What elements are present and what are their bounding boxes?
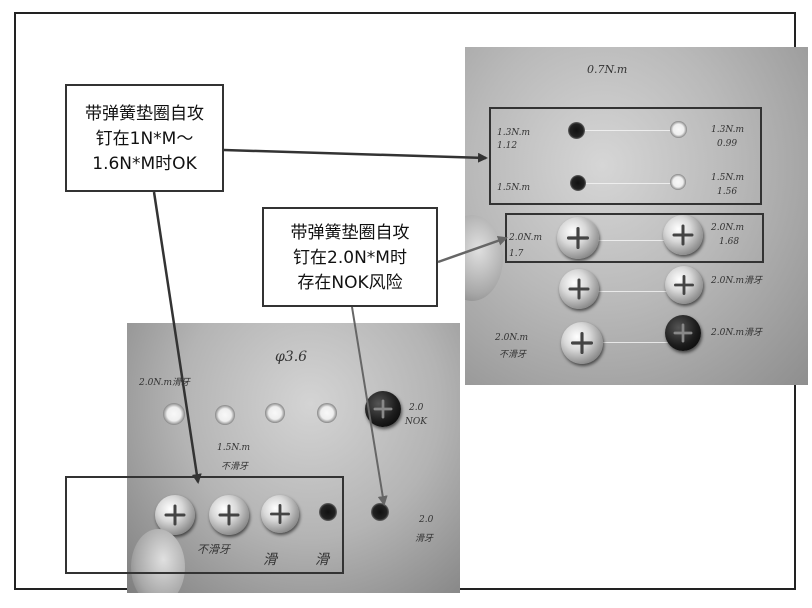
scratch-line bbox=[583, 183, 683, 184]
photo-label: 不滑牙 bbox=[197, 543, 230, 556]
hole-empty bbox=[670, 174, 686, 190]
photo-top-right: 0.7N.m 1.3N.m 1.12 1.5N.m 2.0N.m 1.7 2.0… bbox=[465, 47, 808, 385]
photo-label: 2.0N.m bbox=[509, 233, 543, 243]
screw-head-black bbox=[665, 315, 701, 351]
photo-label: 2.0N.m滑牙 bbox=[711, 328, 763, 338]
arrow-nok-to-bottom bbox=[351, 306, 388, 506]
screw-head bbox=[155, 495, 195, 535]
scratch-line bbox=[595, 240, 685, 241]
photo-label: 滑 bbox=[315, 552, 329, 568]
hole-empty bbox=[670, 121, 687, 138]
photo-label: 2.0N.m bbox=[495, 333, 529, 343]
screw-head bbox=[557, 217, 599, 259]
hole-empty bbox=[317, 403, 337, 423]
photo-label: 1.68 bbox=[719, 237, 740, 247]
photo-label: 0.7N.m bbox=[587, 63, 628, 76]
hole-dark bbox=[319, 503, 337, 521]
scratch-line bbox=[575, 130, 685, 131]
photo-label: 0.99 bbox=[717, 139, 738, 149]
callout-text: 带弹簧垫圈自攻 bbox=[85, 104, 204, 124]
photo-label: 1.3N.m bbox=[711, 125, 745, 135]
callout-text: 存在NOK风险 bbox=[297, 273, 403, 293]
arrow-ok-to-top bbox=[223, 148, 488, 163]
scratch-line bbox=[595, 342, 685, 343]
photo-label: NOK bbox=[405, 417, 427, 427]
photo-bottom-left: 2.0N.m滑牙 φ3.6 2.0 NOK 1.5N.m 不滑牙 2.0 滑牙 … bbox=[127, 323, 460, 593]
hole-dark bbox=[570, 175, 586, 191]
callout-text: 1.6N*M时OK bbox=[92, 154, 197, 174]
screw-head bbox=[559, 269, 599, 309]
screw-head bbox=[663, 215, 703, 255]
photo-label: 1.3N.m bbox=[497, 128, 531, 138]
photo-label: 1.12 bbox=[497, 141, 518, 151]
highlight-box-bottom bbox=[65, 476, 344, 574]
hole-empty bbox=[215, 405, 235, 425]
photo-label: 2.0 bbox=[409, 403, 424, 413]
photo-label: 滑 bbox=[263, 552, 277, 568]
screw-head bbox=[561, 322, 603, 364]
finger bbox=[131, 529, 185, 593]
hole-empty bbox=[265, 403, 285, 423]
callout-ok: 带弹簧垫圈自攻 钉在1N*M～ 1.6N*M时OK bbox=[65, 84, 224, 192]
photo-label: 1.5N.m bbox=[497, 183, 531, 193]
hole-empty bbox=[163, 403, 185, 425]
photo-label: 不滑牙 bbox=[221, 462, 249, 472]
photo-label: 1.5N.m bbox=[711, 173, 745, 183]
callout-text: 带弹簧垫圈自攻 bbox=[290, 223, 410, 243]
photo-label: 2.0N.m滑牙 bbox=[139, 378, 191, 388]
photo-label: 2.0 bbox=[419, 515, 434, 525]
arrow-nok-to-top bbox=[437, 235, 508, 264]
screw-head bbox=[665, 266, 703, 304]
screw-head bbox=[209, 495, 249, 535]
highlight-box-ok bbox=[489, 107, 762, 205]
callout-text: 钉在2.0N*M时 bbox=[293, 248, 407, 268]
photo-label: 2.0N.m bbox=[711, 223, 745, 233]
photo-label: 1.5N.m bbox=[217, 443, 251, 453]
photo-label: 滑牙 bbox=[415, 534, 434, 544]
photo-label: 不滑牙 bbox=[499, 350, 527, 360]
hole-dark bbox=[568, 122, 585, 139]
photo-label: 1.7 bbox=[509, 249, 524, 259]
photo-label: φ3.6 bbox=[275, 349, 308, 365]
screw-head bbox=[261, 495, 299, 533]
hole-dark bbox=[371, 503, 389, 521]
arrow-ok-to-bottom bbox=[152, 191, 202, 484]
photo-label: 1.56 bbox=[717, 187, 738, 197]
scratch-line bbox=[595, 291, 685, 292]
callout-nok: 带弹簧垫圈自攻 钉在2.0N*M时 存在NOK风险 bbox=[262, 207, 438, 307]
callout-text: 钉在1N*M～ bbox=[95, 129, 194, 149]
photo-label: 2.0N.m滑牙 bbox=[711, 276, 763, 286]
